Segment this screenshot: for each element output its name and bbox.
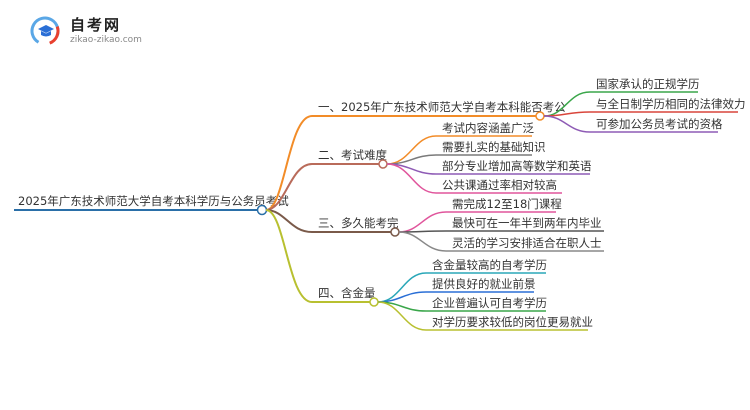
branch-2-child-1-label: 考试内容涵盖广泛: [442, 121, 534, 135]
branch-3-child-1-label: 需完成12至18门课程: [452, 197, 562, 211]
site-logo[interactable]: 自考网 zikao-zikao.com: [30, 16, 142, 46]
branch-3-child-2-label: 最快可在一年半到两年内毕业: [452, 216, 602, 230]
branch-1-connector: [265, 115, 313, 211]
logo-url: zikao-zikao.com: [70, 35, 142, 45]
branch-2-dot[interactable]: [378, 159, 388, 169]
root-node-label: 2025年广东技术师范大学自考本科学历与公务员考试: [18, 194, 289, 208]
branch-1-label: 一、2025年广东技术师范大学自考本科能否考公: [318, 100, 566, 114]
branch-4-child-2-label: 提供良好的就业前景: [432, 277, 536, 291]
branch-2-child-3-label: 部分专业增加高等数学和英语: [442, 159, 592, 173]
branch-4-connector: [265, 209, 313, 303]
branch-2-connector: [265, 163, 313, 211]
branch-3-child-1-connector: [398, 211, 447, 233]
branch-4-label: 四、含金量: [318, 286, 376, 300]
branch-4-dot[interactable]: [369, 297, 379, 307]
branch-1-child-3-connector: [543, 115, 591, 133]
branch-4-child-4-label: 对学历要求较低的岗位更易就业: [432, 315, 593, 329]
branch-1-child-2-label: 与全日制学历相同的法律效力: [596, 97, 746, 111]
branch-1-child-1-label: 国家承认的正规学历: [596, 77, 700, 91]
branch-4-child-3-label: 企业普遍认可自考学历: [432, 296, 547, 310]
branch-2-child-4-connector: [386, 163, 437, 194]
graduation-cap-icon: [30, 16, 60, 46]
branch-2-child-2-label: 需要扎实的基础知识: [442, 140, 546, 154]
branch-3-dot[interactable]: [390, 227, 400, 237]
branch-3-child-3-connector: [398, 231, 447, 252]
branch-4-child-4-connector: [377, 301, 427, 331]
branch-3-label: 三、多久能考完: [318, 216, 399, 230]
branch-4-child-1-label: 含金量较高的自考学历: [432, 258, 547, 272]
branch-3-child-3-label: 灵活的学习安排适合在职人士: [452, 236, 602, 250]
branch-1-dot[interactable]: [535, 111, 545, 121]
branch-1-child-3-label: 可参加公务员考试的资格: [596, 117, 723, 131]
branch-2-child-4-label: 公共课通过率相对较高: [442, 178, 557, 192]
root-node-dot[interactable]: [256, 204, 268, 216]
logo-title: 自考网: [70, 16, 122, 34]
branch-2-label: 二、考试难度: [318, 148, 387, 162]
